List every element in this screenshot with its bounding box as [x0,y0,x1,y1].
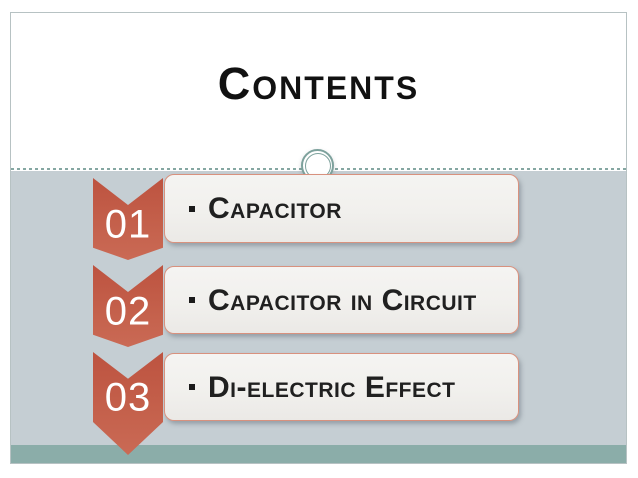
square-bullet-icon [189,384,195,390]
item-number-2: 02 [104,289,152,334]
content-label-1: Capacitor [208,192,342,225]
footer-accent-band [11,445,626,463]
content-box-3: Di-electric Effect [164,353,519,421]
slide-title: Contents [217,57,420,109]
item-number-3: 03 [104,375,152,420]
square-bullet-icon [189,297,195,303]
content-label-3: Di-electric Effect [208,370,456,404]
content-box-1: Capacitor [164,174,519,243]
content-line: Capacitor [189,191,512,226]
content-box-2: Capacitor in Circuit [164,266,519,334]
content-line: Di-electric Effect [189,370,512,405]
presentation-slide: Contents Capacitor 01 Capacitor in Circu… [10,12,627,464]
content-line: Capacitor in Circuit [189,283,512,318]
content-label-2: Capacitor in Circuit [208,283,477,317]
slide-header: Contents [11,13,626,168]
item-number-1: 01 [104,202,152,247]
square-bullet-icon [189,205,195,212]
